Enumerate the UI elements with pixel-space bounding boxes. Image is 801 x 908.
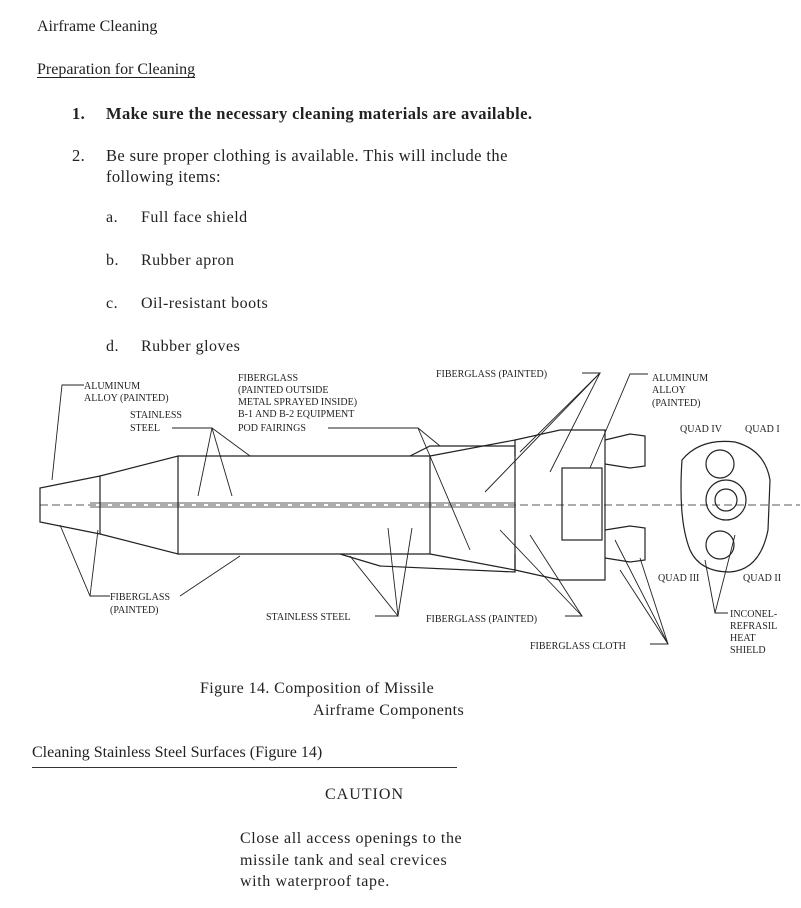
leader-fiberglass-top-2: [549, 372, 601, 473]
label-fiberglass-top-1: FIBERGLASS: [238, 373, 298, 384]
label-fiberglass-cloth: FIBERGLASS CLOTH: [530, 641, 626, 652]
leader-fiberglass-cloth-3: [619, 569, 669, 645]
upper-pod-fairing: [409, 445, 516, 457]
missile-composition-figure: ALUMINUM ALLOY (PAINTED) STAINLESS STEEL…: [39, 369, 800, 656]
leader-fiberglass-left-2: [89, 529, 99, 597]
caution-title: CAUTION: [325, 786, 404, 803]
missile-outline: [39, 429, 800, 581]
item-d-letter: d.: [106, 338, 119, 355]
label-stainless-2: STEEL: [130, 423, 160, 434]
leader-fiberglass-top-3: [484, 372, 601, 493]
leader-stainless-bottom-1: [349, 555, 399, 617]
leader-lines: [51, 372, 736, 645]
leader-fiberglass-left-1: [59, 524, 110, 597]
label-fiberglass-left-1: FIBERGLASS: [110, 592, 170, 603]
label-fiberglass-painted-bottom: FIBERGLASS (PAINTED): [426, 614, 537, 625]
label-inconel-2: REFRASIL: [730, 621, 777, 632]
leader-fiberglass-pod-2: [417, 427, 471, 551]
label-inconel-1: INCONEL-: [730, 609, 777, 620]
leader-aluminum-left: [51, 384, 84, 481]
step-1-number: 1.: [72, 104, 86, 123]
caution-line-1: Close all access openings to the: [240, 830, 463, 847]
label-aluminum-right-1: ALUMINUM: [652, 373, 708, 384]
page-title: Airframe Cleaning: [37, 18, 158, 35]
leader-stainless-bottom-2: [387, 527, 399, 617]
label-quad-iii: QUAD III: [658, 573, 699, 584]
label-fiberglass-painted-top: FIBERGLASS (PAINTED): [436, 369, 547, 380]
quad-iv-nozzle: [705, 449, 735, 479]
step-2-number: 2.: [72, 146, 86, 165]
leader-fiberglass-bottom-1: [499, 529, 584, 617]
center-nozzle-outer: [705, 479, 747, 521]
label-fiberglass-top-4: B-1 AND B-2 EQUIPMENT: [238, 409, 354, 420]
label-quad-ii: QUAD II: [743, 573, 781, 584]
center-nozzle-inner: [714, 488, 738, 512]
step-2-line-1: Be sure proper clothing is available. Th…: [106, 146, 508, 165]
label-stainless-1: STAINLESS: [130, 410, 182, 421]
item-a-letter: a.: [106, 209, 119, 226]
item-c-letter: c.: [106, 295, 119, 312]
heat-shield-panel: [561, 467, 603, 541]
label-stainless-bottom: STAINLESS STEEL: [266, 612, 350, 623]
preparation-heading: Preparation for Cleaning: [37, 61, 196, 78]
label-aluminum-left-1: ALUMINUM: [84, 381, 140, 392]
top-nozzle: [604, 433, 646, 469]
leader-fiberglass-bottom-2: [529, 534, 583, 617]
label-fiberglass-left-2: (PAINTED): [110, 605, 159, 616]
caution-line-3: with waterproof tape.: [240, 873, 390, 890]
leader-fiberglass-cloth-2: [639, 557, 669, 645]
label-fiberglass-top-5: POD FAIRINGS: [238, 423, 306, 434]
item-c-text: Oil-resistant boots: [141, 295, 269, 312]
figure-caption-line-1: Figure 14. Composition of Missile: [200, 680, 435, 697]
label-fiberglass-top-3: METAL SPRAYED INSIDE): [238, 397, 357, 408]
label-aluminum-left-2: ALLOY (PAINTED): [84, 393, 169, 404]
stainless-section-heading: Cleaning Stainless Steel Surfaces (Figur…: [32, 744, 323, 761]
bottom-nozzle: [604, 525, 646, 563]
label-inconel-3: HEAT: [730, 633, 756, 644]
label-aluminum-right-2: ALLOY: [652, 385, 686, 396]
label-inconel-4: SHIELD: [730, 645, 766, 656]
leader-fiberglass-left-3: [179, 555, 241, 597]
leader-stainless-3: [211, 427, 251, 457]
step-2-line-2: following items:: [106, 167, 222, 186]
lower-pod-fairing: [339, 553, 516, 573]
leader-fiberglass-cloth-1: [614, 539, 669, 645]
label-fiberglass-top-2: (PAINTED OUTSIDE: [238, 385, 328, 396]
leader-aluminum-right: [589, 373, 648, 469]
item-b-letter: b.: [106, 252, 119, 269]
rear-view-outline: [680, 440, 771, 573]
label-quad-i: QUAD I: [745, 424, 780, 435]
section-heading-rule: [32, 767, 457, 768]
item-b-text: Rubber apron: [141, 252, 235, 269]
label-quad-iv: QUAD IV: [680, 424, 723, 435]
leader-stainless-2: [211, 427, 233, 497]
leader-inconel-1: [714, 534, 736, 614]
leader-stainless-bottom-3: [397, 527, 413, 617]
item-d-text: Rubber gloves: [141, 338, 241, 355]
figure-caption-line-2: Airframe Components: [313, 702, 465, 719]
quad-iii-nozzle: [705, 530, 735, 560]
caution-line-2: missile tank and seal crevices: [240, 852, 448, 869]
item-a-text: Full face shield: [141, 209, 248, 226]
label-aluminum-right-3: (PAINTED): [652, 398, 701, 409]
leader-fiberglass-pod: [328, 427, 441, 447]
leader-inconel-2: [704, 559, 716, 614]
step-1-text: Make sure the necessary cleaning materia…: [106, 104, 533, 123]
